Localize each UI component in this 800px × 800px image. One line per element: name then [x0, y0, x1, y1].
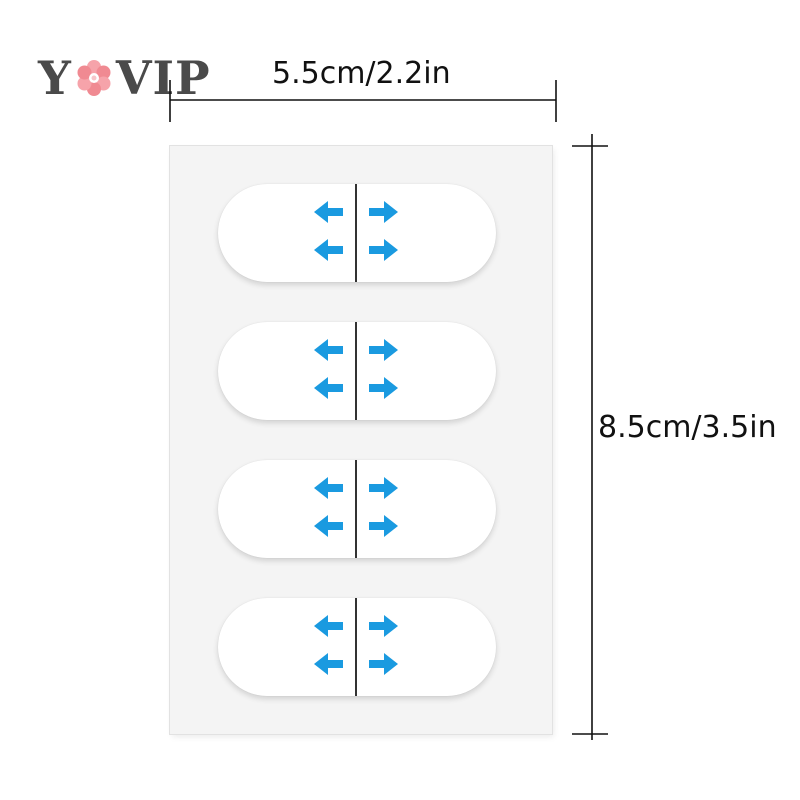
arrow-right-icon	[369, 477, 398, 499]
adhesive-strip-2	[218, 322, 496, 420]
strip-divider	[355, 460, 357, 558]
width-label: 5.5cm/2.2in	[272, 56, 451, 91]
arrow-left-icon	[314, 377, 343, 399]
strip-divider	[355, 184, 357, 282]
arrow-left-icon	[314, 239, 343, 261]
brand-logo: Y VIP	[38, 50, 211, 106]
flower-icon	[77, 60, 111, 96]
arrow-right-icon	[369, 515, 398, 537]
adhesive-strip-1	[218, 184, 496, 282]
arrow-left-icon	[314, 201, 343, 223]
logo-letters-vip: VIP	[115, 51, 211, 105]
arrow-right-icon	[369, 615, 398, 637]
arrow-left-icon	[314, 339, 343, 361]
arrow-left-icon	[314, 477, 343, 499]
arrow-right-icon	[369, 377, 398, 399]
height-label: 8.5cm/3.5in	[598, 410, 777, 445]
arrow-right-icon	[369, 201, 398, 223]
strip-divider	[355, 322, 357, 420]
arrow-left-icon	[314, 615, 343, 637]
arrow-right-icon	[369, 239, 398, 261]
logo-letter-y: Y	[38, 51, 72, 105]
arrow-right-icon	[369, 339, 398, 361]
arrow-left-icon	[314, 653, 343, 675]
adhesive-strip-3	[218, 460, 496, 558]
sticker-sheet	[170, 146, 552, 734]
strip-divider	[355, 598, 357, 696]
arrow-right-icon	[369, 653, 398, 675]
adhesive-strip-4	[218, 598, 496, 696]
arrow-left-icon	[314, 515, 343, 537]
